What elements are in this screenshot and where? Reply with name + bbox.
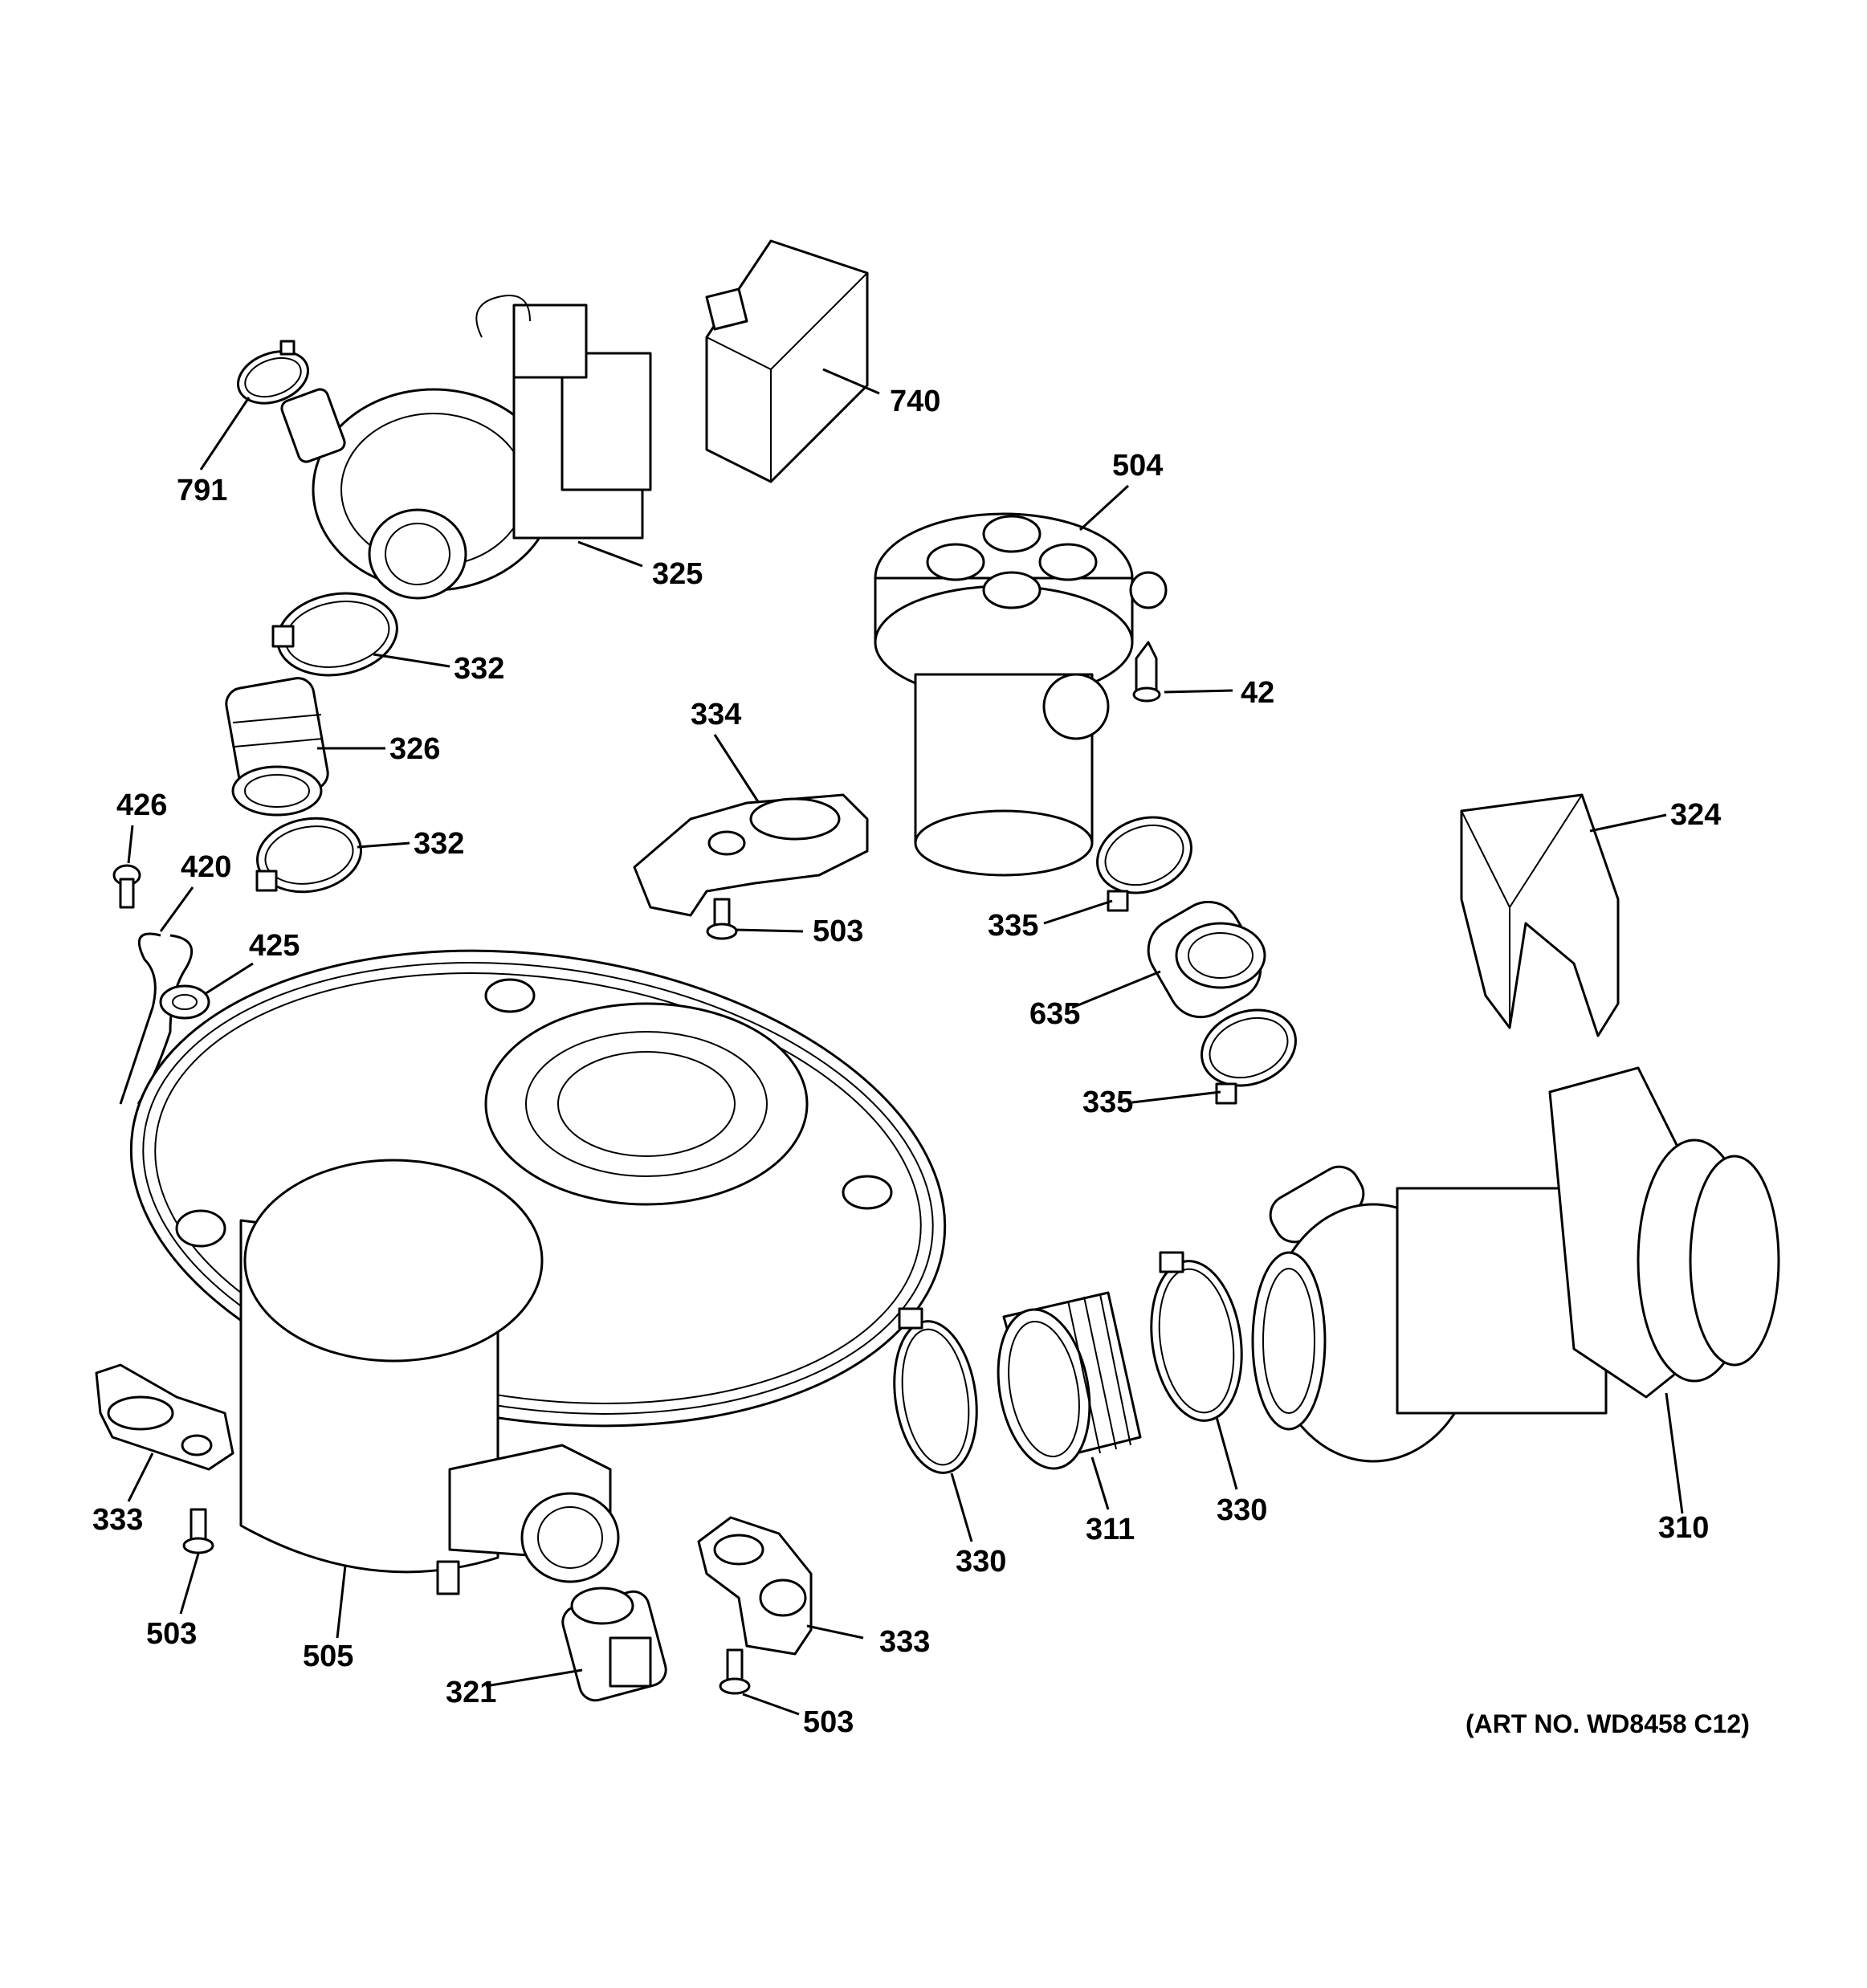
part-740-cover — [705, 239, 869, 483]
leader-lines — [127, 368, 1684, 1716]
label-503-b: 503 — [146, 1617, 197, 1651]
label-330-left: 330 — [956, 1545, 1006, 1579]
part-635-hose — [1147, 900, 1266, 1019]
part-332-lower-clamp — [255, 817, 362, 894]
label-333-right: 333 — [879, 1625, 930, 1659]
part-311-hose — [997, 1291, 1142, 1470]
part-42-screw — [1132, 641, 1161, 703]
part-333-right-bracket — [697, 1516, 813, 1656]
label-42: 42 — [1241, 676, 1274, 710]
part-503-screw-a — [706, 898, 738, 940]
part-332-upper-clamp — [271, 592, 398, 677]
label-324: 324 — [1670, 798, 1721, 832]
part-321-sensor — [561, 1587, 667, 1702]
part-333-left-bracket — [95, 1363, 234, 1471]
label-310: 310 — [1658, 1511, 1709, 1545]
part-335-lower-clamp — [1201, 1008, 1297, 1105]
part-425-grommet — [159, 984, 210, 1020]
label-325: 325 — [652, 557, 703, 591]
label-330-right: 330 — [1217, 1493, 1267, 1527]
label-335-upper: 335 — [988, 909, 1038, 943]
label-426: 426 — [116, 788, 167, 822]
part-310-pump-motor — [1251, 1066, 1780, 1463]
label-505: 505 — [303, 1640, 353, 1673]
label-425: 425 — [249, 929, 300, 963]
label-326: 326 — [389, 732, 440, 766]
label-333-left: 333 — [92, 1503, 143, 1537]
art-number: (ART NO. WD8458 C12) — [1465, 1709, 1750, 1738]
part-503-screw-c — [719, 1648, 751, 1695]
label-791: 791 — [177, 474, 227, 507]
label-334: 334 — [691, 698, 741, 731]
label-503-a: 503 — [813, 915, 863, 948]
label-332-lower: 332 — [414, 827, 464, 861]
part-330-right-clamp — [1150, 1251, 1243, 1422]
part-426-screw — [112, 864, 141, 909]
part-504-diverter — [874, 512, 1168, 877]
part-325-motor-assembly — [280, 295, 652, 600]
label-335-lower: 335 — [1082, 1086, 1133, 1119]
label-321: 321 — [446, 1676, 496, 1709]
label-332-upper: 332 — [454, 652, 504, 686]
part-503-screw-b — [182, 1508, 214, 1554]
part-330-left-clamp — [893, 1307, 978, 1474]
label-740: 740 — [890, 385, 940, 418]
part-335-upper-clamp — [1096, 816, 1192, 912]
part-334-bracket — [633, 793, 869, 917]
label-504: 504 — [1112, 449, 1163, 483]
callout-labels: 791 740 325 504 332 42 334 326 426 324 3… — [92, 385, 1721, 1739]
part-791-clamp — [236, 340, 310, 405]
label-635: 635 — [1029, 997, 1080, 1031]
label-311: 311 — [1086, 1513, 1135, 1546]
part-326-hose — [225, 677, 329, 817]
label-503-c: 503 — [803, 1705, 854, 1739]
part-505-sump — [129, 949, 947, 1595]
part-324-cover — [1460, 793, 1620, 1037]
label-420: 420 — [181, 850, 231, 884]
